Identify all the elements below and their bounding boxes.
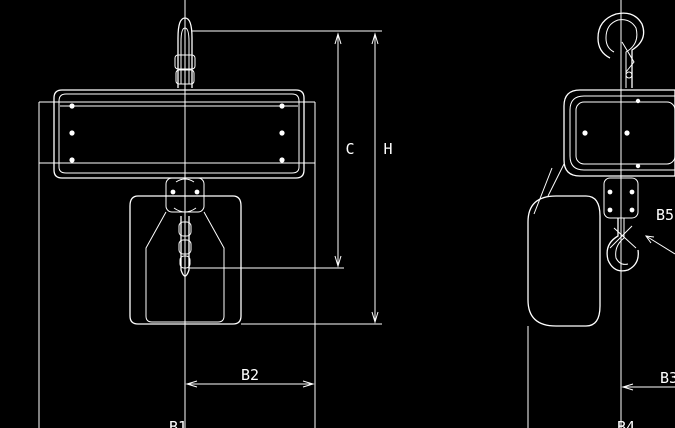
side-chain-guide bbox=[603, 177, 639, 272]
frame-bolts bbox=[69, 103, 285, 163]
label-b3: B3 bbox=[660, 369, 675, 387]
label-h: H bbox=[383, 140, 392, 158]
dimension-b4: B4 bbox=[527, 326, 635, 428]
side-view: B5 B3 B4 bbox=[527, 0, 675, 428]
load-chain bbox=[178, 216, 192, 277]
hoist-frame bbox=[38, 101, 316, 428]
dimension-b1: B1 bbox=[169, 418, 187, 428]
side-body bbox=[563, 89, 675, 177]
label-b4: B4 bbox=[617, 418, 635, 428]
chain-guide bbox=[165, 177, 205, 213]
dimension-b5: B5 bbox=[644, 206, 675, 255]
chain-bag bbox=[129, 195, 242, 325]
label-b1: B1 bbox=[169, 418, 187, 428]
hoist-body bbox=[53, 89, 305, 179]
dimension-c: C bbox=[334, 32, 355, 268]
side-top-hook bbox=[597, 12, 645, 88]
dimension-b3: B3 bbox=[621, 369, 675, 391]
front-view: C H B2 B1 bbox=[38, 0, 393, 428]
side-chain-bag bbox=[527, 163, 601, 327]
dimension-b2: B2 bbox=[185, 366, 315, 388]
label-b5: B5 bbox=[656, 206, 674, 224]
top-hook bbox=[174, 17, 196, 88]
label-c: C bbox=[345, 140, 354, 158]
label-b2: B2 bbox=[241, 366, 259, 384]
dimension-h: H bbox=[371, 32, 393, 324]
